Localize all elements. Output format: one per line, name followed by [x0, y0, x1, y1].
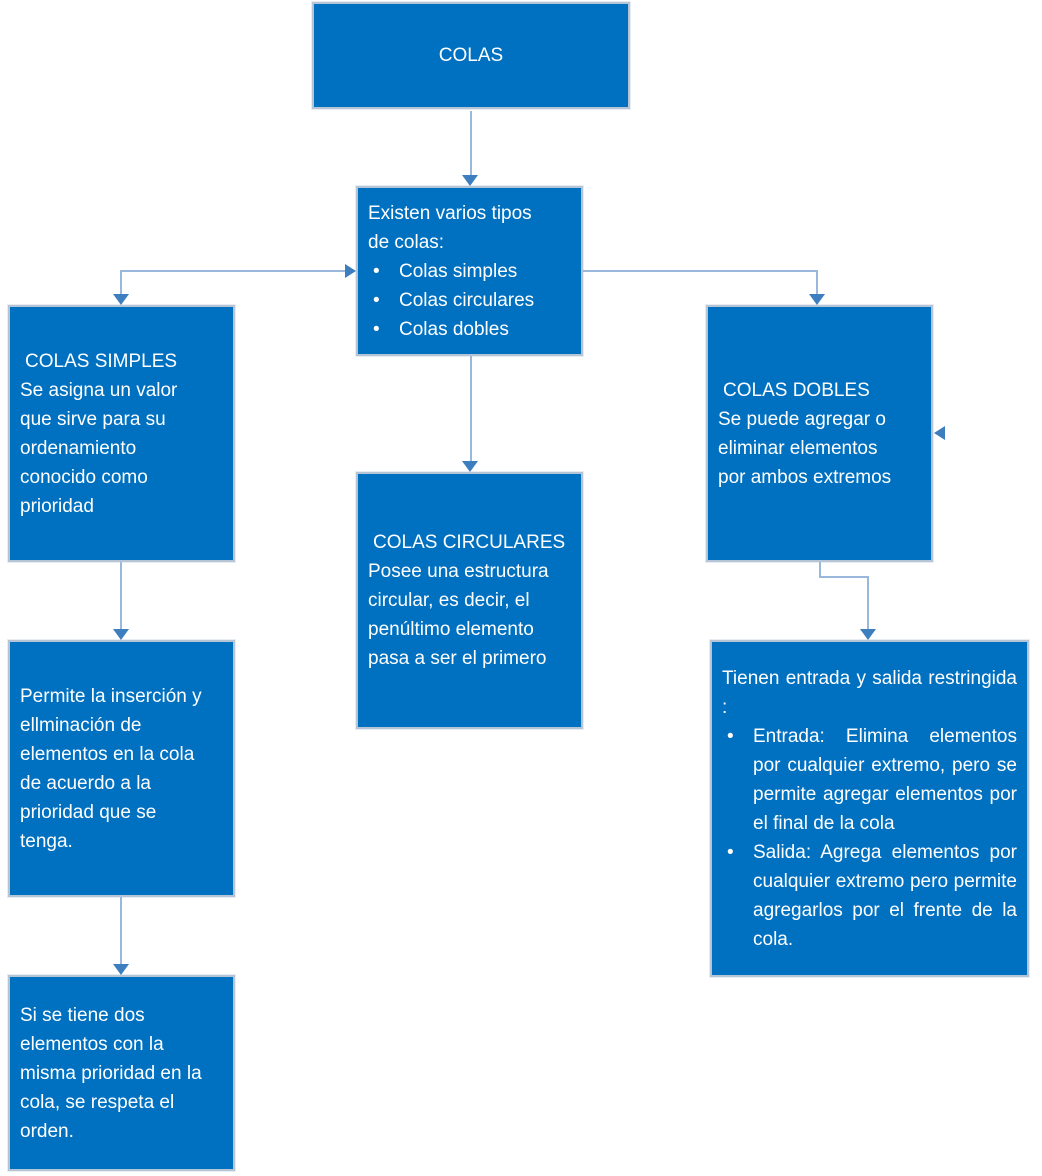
arrowhead-down-icon [809, 294, 825, 305]
connector-types-to-circulares [470, 356, 472, 461]
list-item-label: Colas circulares [399, 289, 535, 311]
connector-types-to-simples-h [121, 270, 345, 272]
arrowhead-down-icon [113, 629, 129, 640]
list-item: • Entrada: Elimina elementos por cualqui… [722, 722, 1017, 838]
list-item: • Salida: Agrega elementos por cualquier… [722, 838, 1017, 954]
node-simples-detalle: Permite la inserción y ellminación de el… [8, 640, 235, 897]
node-colas-circulares-title: COLAS CIRCULARES [373, 532, 566, 553]
arrowhead-down-icon [113, 964, 129, 975]
node-colas-circulares-body: Posee una estructura circular, es decir,… [368, 561, 549, 669]
connector-dobles-to-detalle-v1 [819, 562, 821, 578]
node-colas-simples-body: Se asigna un valor que sirve para su ord… [20, 379, 178, 517]
node-colas-dobles-title: COLAS DOBLES [723, 379, 870, 401]
node-simples-detalle-body: Permite la inserción y ellminación de el… [20, 685, 202, 852]
node-simples-orden: Si se tiene dos elementos con la misma p… [8, 975, 235, 1171]
list-item-label: Colas simples [399, 260, 518, 282]
list-item: • Colas circulares [368, 286, 571, 315]
connector-simples-to-detalle [120, 562, 122, 629]
arrowhead-down-icon [860, 629, 876, 640]
list-item: • Colas simples [368, 257, 571, 286]
list-item: • Colas dobles [368, 315, 571, 344]
connector-types-to-dobles-h [583, 270, 817, 272]
arrowhead-down-icon [462, 461, 478, 472]
connector-types-to-dobles-v [816, 270, 818, 294]
node-colas: COLAS [312, 2, 630, 109]
connector-dobles-to-detalle-h [819, 576, 869, 578]
list-item-label: Entrada: Elimina elementos por cualquier… [753, 725, 1017, 834]
bullet-icon: • [373, 318, 380, 340]
node-tipos-de-colas: Existen varios tipos de colas: • Colas s… [356, 186, 583, 356]
arrowhead-down-icon [113, 294, 129, 305]
bullet-icon: • [373, 289, 380, 311]
arrowhead-left-icon [934, 426, 945, 440]
node-colas-dobles: COLAS DOBLES Se puede agregar o eliminar… [706, 305, 933, 562]
bullet-icon: • [727, 841, 734, 863]
connector-dobles-to-detalle-v2 [867, 576, 869, 629]
node-dobles-detalle: Tienen entrada y salida restringida : • … [710, 640, 1029, 977]
node-colas-title: COLAS [438, 45, 504, 66]
node-colas-simples: COLAS SIMPLES Se asigna un valor que sir… [8, 305, 235, 562]
node-dobles-detalle-intro: Tienen entrada y salida restringida : [722, 667, 1017, 718]
bullet-icon: • [727, 725, 734, 747]
arrowhead-right-icon [345, 264, 356, 278]
node-simples-orden-body: Si se tiene dos elementos con la misma p… [20, 1004, 202, 1142]
connector-types-to-simples-v [120, 270, 122, 294]
node-colas-circulares: COLAS CIRCULARES Posee una estructura ci… [356, 472, 583, 729]
node-colas-dobles-body: Se puede agregar o eliminar elementos po… [718, 408, 892, 488]
list-item-label: Salida: Agrega elementos por cualquier e… [753, 841, 1017, 950]
arrowhead-down-icon [462, 175, 478, 186]
node-tipos-intro: Existen varios tipos de colas: [368, 202, 532, 253]
connector-detalle-to-orden [120, 897, 122, 964]
bullet-icon: • [373, 260, 380, 282]
connector-root-to-types [470, 111, 472, 175]
list-item-label: Colas dobles [399, 318, 509, 340]
node-colas-simples-title: COLAS SIMPLES [25, 350, 178, 372]
